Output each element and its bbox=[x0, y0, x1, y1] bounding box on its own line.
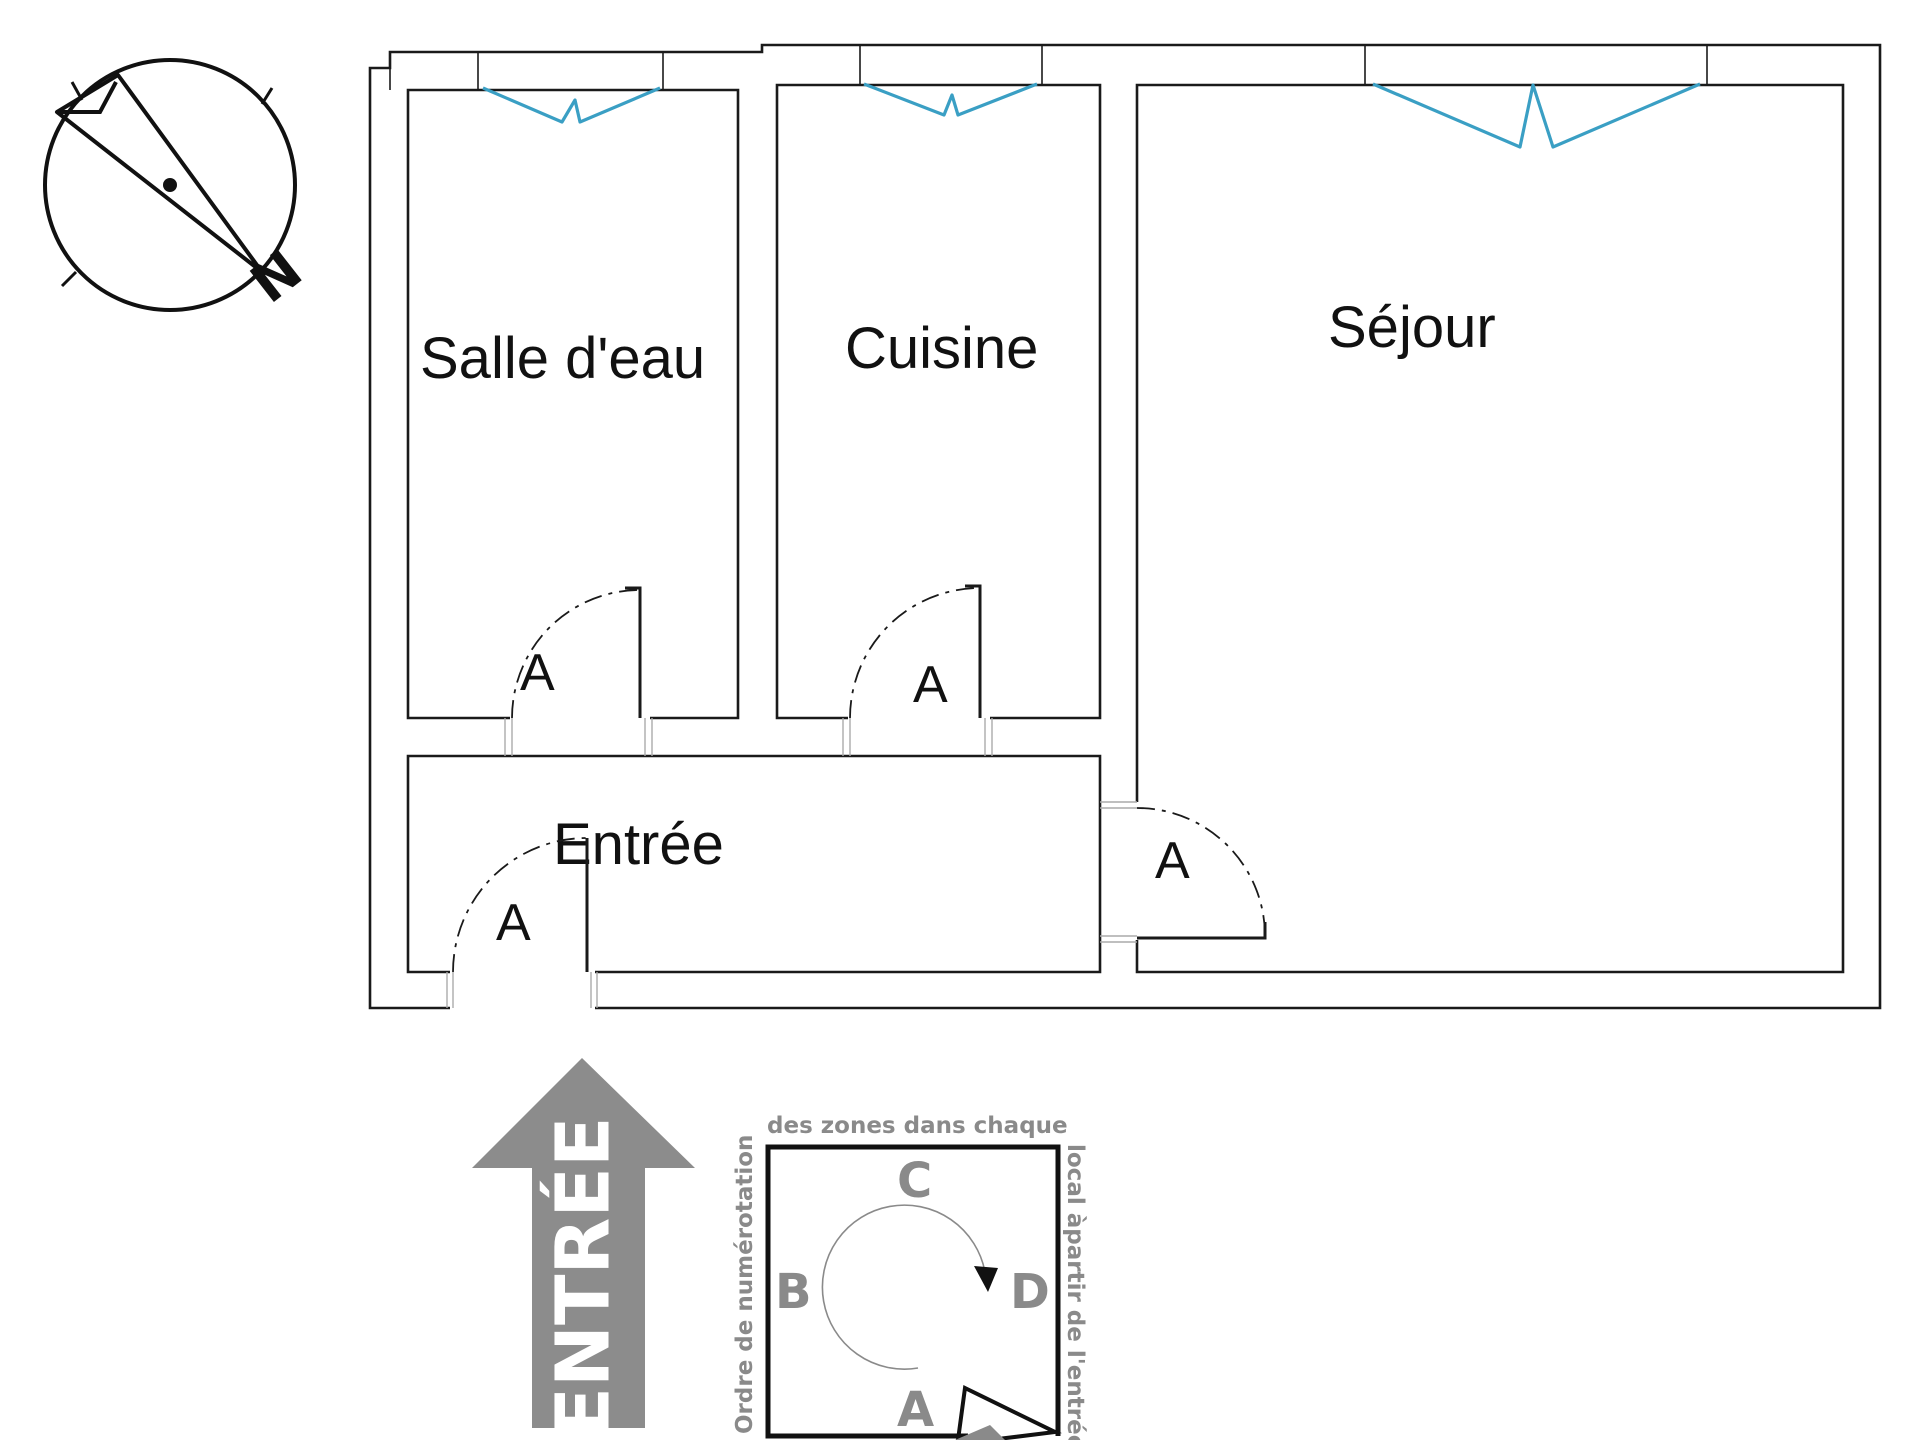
entrance-arrow-label: ENTRÉE bbox=[539, 1116, 627, 1437]
entrance-arrow: ENTRÉE bbox=[472, 1058, 695, 1438]
compass-north-label: N bbox=[239, 238, 313, 315]
door-label-cuisine: A bbox=[913, 656, 948, 714]
legend-zone-d: D bbox=[1010, 1264, 1050, 1320]
room-entree: Entrée bbox=[406, 754, 1102, 974]
compass-ring bbox=[43, 58, 297, 312]
legend-door-wedge bbox=[955, 1425, 1005, 1440]
legend-zone-a: A bbox=[897, 1382, 934, 1438]
door-label-sejour: A bbox=[1155, 832, 1190, 890]
room-label-salle-deau: Salle d'eau bbox=[420, 326, 705, 391]
compass-needle-tail bbox=[57, 81, 118, 114]
window-salle-deau bbox=[477, 51, 664, 124]
compass-tick bbox=[260, 87, 274, 105]
legend-rotation-arc bbox=[821, 1204, 986, 1370]
door-label-entree: A bbox=[496, 894, 531, 952]
door-label-salle-deau: A bbox=[520, 644, 555, 702]
legend-zone-c: C bbox=[897, 1153, 932, 1209]
door-entree: A bbox=[452, 837, 589, 973]
compass: N bbox=[43, 58, 314, 315]
door-salle-deau: A bbox=[511, 586, 642, 719]
door-sejour: A bbox=[1136, 807, 1267, 940]
legend-door-leaf bbox=[955, 1384, 1062, 1440]
compass-tick bbox=[60, 270, 78, 288]
room-label-cuisine: Cuisine bbox=[845, 316, 1038, 381]
legend-text-top: des zones dans chaque bbox=[767, 1113, 1068, 1139]
room-cuisine: Cuisine bbox=[775, 83, 1102, 720]
room-label-sejour: Séjour bbox=[1328, 295, 1496, 360]
entrance-arrow-shape bbox=[472, 1058, 695, 1428]
door-openings bbox=[446, 718, 1137, 1008]
legend-text-right: local àpartir de l'entrée bbox=[1062, 1144, 1088, 1440]
legend-box bbox=[765, 1144, 1061, 1439]
room-label-entree: Entrée bbox=[553, 812, 724, 877]
legend-text-left: Ordre de numérotation bbox=[732, 1135, 758, 1434]
room-salle-deau: Salle d'eau bbox=[406, 88, 740, 720]
window-sejour bbox=[1364, 44, 1708, 149]
room-sejour: Séjour bbox=[1135, 83, 1845, 974]
compass-needle bbox=[55, 73, 264, 274]
door-cuisine: A bbox=[849, 584, 982, 719]
numbering-legend: des zones dans chaque Ordre de numérotat… bbox=[732, 1113, 1088, 1440]
legend-zone-b: B bbox=[775, 1264, 812, 1320]
legend-rotation-arrowhead bbox=[974, 1266, 998, 1292]
window-cuisine bbox=[859, 44, 1043, 117]
compass-center-dot bbox=[163, 178, 177, 192]
